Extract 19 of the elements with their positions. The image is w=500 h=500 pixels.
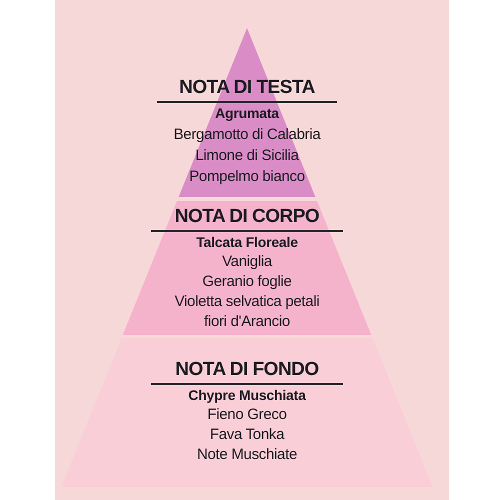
pyramid-tier bbox=[155, 28, 340, 197]
accord-subtitle: Agrumata bbox=[215, 104, 279, 123]
ingredient-text: Vaniglia bbox=[222, 252, 272, 272]
pyramid-tier bbox=[61, 338, 433, 487]
tier-title: NOTA DI CORPO bbox=[174, 205, 320, 229]
ingredient-text: Fava Tonka bbox=[210, 424, 284, 444]
ingredient-text: Violetta selvatica petali bbox=[174, 292, 320, 312]
ingredient-text: Fieno Greco bbox=[207, 404, 287, 424]
pyramid-tier bbox=[122, 201, 372, 335]
accord-subtitle: Chypre Muschiata bbox=[188, 386, 306, 404]
ingredient-text: Pompelmo bianco bbox=[189, 166, 305, 186]
ingredient-text: fiori d'Arancio bbox=[204, 312, 290, 332]
accord-subtitle: Talcata Floreale bbox=[196, 232, 298, 252]
ingredient-text: Note Muschiate bbox=[196, 444, 298, 464]
tier-title: NOTA DI TESTA bbox=[179, 76, 315, 100]
tier-title: NOTA DI FONDO bbox=[175, 358, 319, 382]
ingredient-text: Bergamotto di Calabria bbox=[174, 124, 320, 144]
ingredient-text: Limone di Sicilia bbox=[195, 146, 299, 166]
ingredient-text: Geranio foglie bbox=[202, 272, 292, 292]
